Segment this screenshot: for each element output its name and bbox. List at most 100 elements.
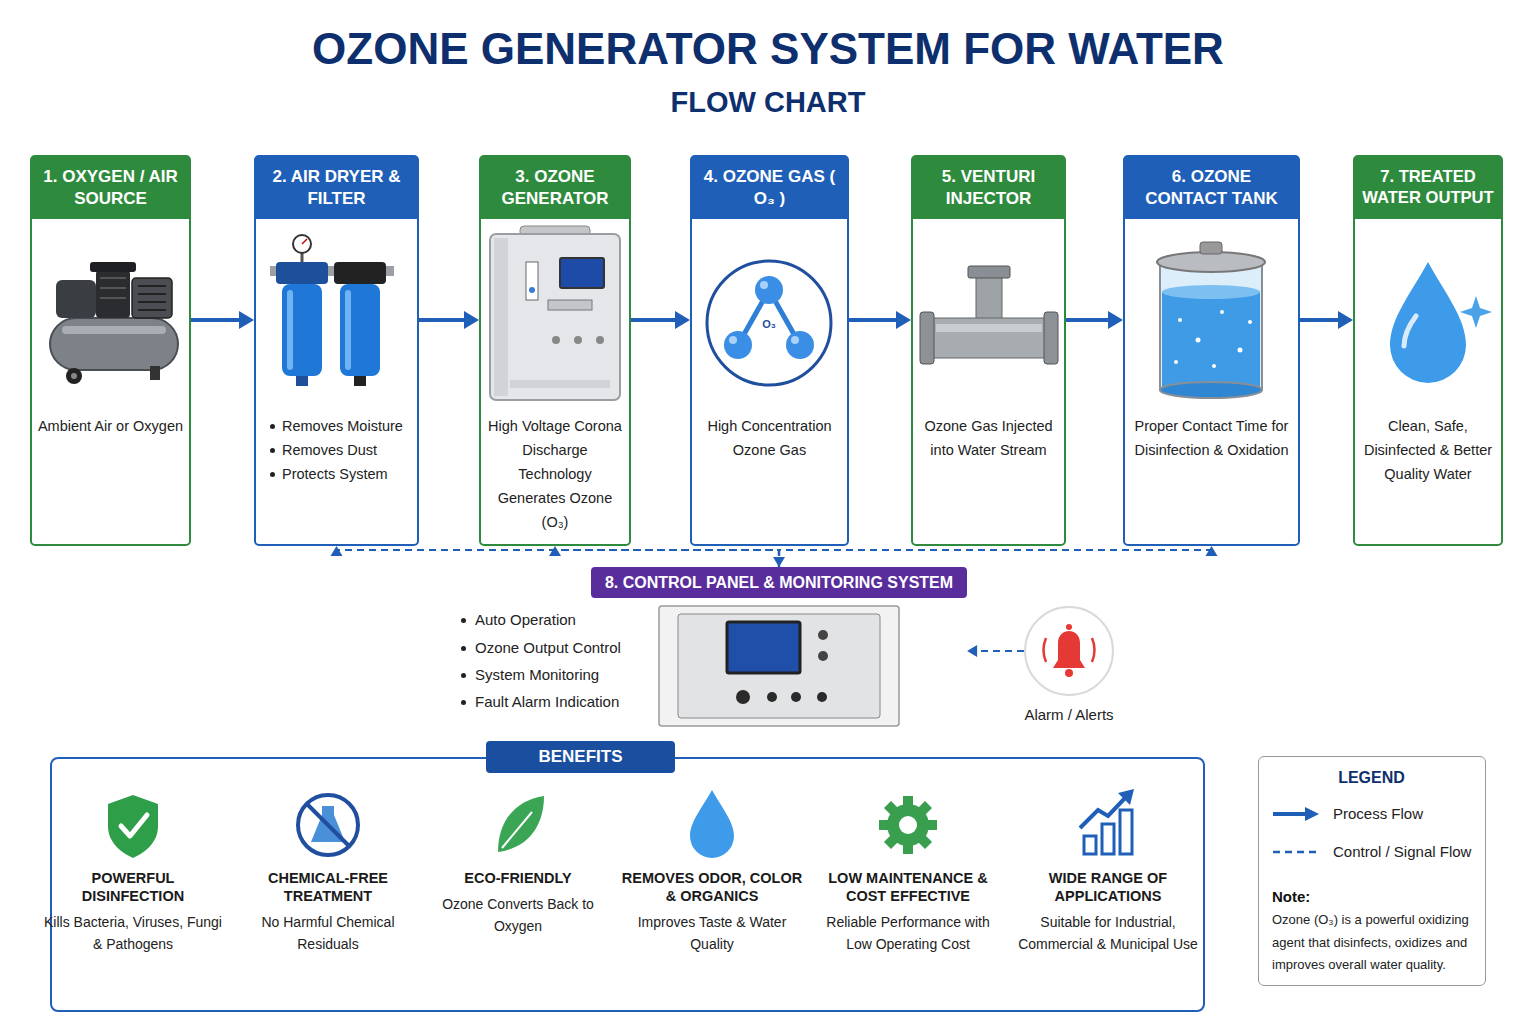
- bullet-dot: [461, 646, 466, 651]
- diagram-title: OZONE GENERATOR SYSTEM FOR WATER: [0, 22, 1536, 76]
- bullet-row: System Monitoring: [475, 665, 655, 685]
- box-header: 2. AIR DRYER & FILTER: [256, 157, 417, 219]
- process-box: 1. OXYGEN / AIR SOURCE Ambient Air or Oxy…: [30, 155, 191, 546]
- legend-sample: [1271, 806, 1321, 822]
- process-box: 5. VENTURI INJECTOROzone Gas Injected in…: [911, 155, 1066, 546]
- process-box: 4. OZONE GAS ( O₃ ) High Concentration Oz…: [690, 155, 849, 546]
- alarm-bell: [1044, 624, 1095, 677]
- drop-icon: [690, 790, 734, 858]
- connector-line: [1300, 318, 1339, 322]
- growth-chart-icon: [1080, 789, 1134, 854]
- benefit-description: No Harmful Chemical Residuals: [236, 911, 420, 955]
- process-arrow: [191, 311, 254, 329]
- box-body: Ambient Air or Oxygen: [32, 414, 189, 448]
- process-arrow: [631, 311, 690, 329]
- process-box: 6. OZONE CONTACT TANKProper Contact Time…: [1123, 155, 1300, 546]
- box-header: 6. OZONE CONTACT TANK: [1125, 157, 1298, 219]
- box-heading: 6. OZONE CONTACT TANK: [1131, 166, 1292, 210]
- benefit-item: CHEMICAL-FREE TREATMENT No Harmful Chemic…: [236, 869, 420, 955]
- process-arrow: [419, 311, 479, 329]
- bullet-row: Auto Operation: [475, 610, 655, 630]
- arrowhead: [896, 311, 911, 329]
- venturi-pipe: [920, 266, 1058, 364]
- process-arrow: [849, 311, 911, 329]
- legend-text: Control / Signal Flow: [1333, 842, 1481, 862]
- legend-heading: LEGEND: [1259, 768, 1484, 788]
- legend-solid-line: [1273, 812, 1305, 816]
- image-area: [692, 219, 847, 414]
- bullet-text: Removes Moisture: [282, 418, 403, 434]
- box-body: Removes MoistureRemoves DustProtects Sys…: [256, 414, 417, 496]
- arrowhead: [331, 546, 343, 556]
- bullet-dot: [270, 424, 275, 429]
- benefit-item: WIDE RANGE OF APPLICATIONSSuitable for I…: [1016, 869, 1200, 955]
- benefit-item: POWERFUL DISINFECTION Kills Bacteria, Vir…: [41, 869, 225, 955]
- bullet-dot: [270, 472, 275, 477]
- benefit-item: REMOVES ODOR, COLOR & ORGANICSImproves T…: [620, 869, 804, 955]
- ozone-generator-unit: [490, 226, 620, 400]
- benefit-title: CHEMICAL-FREE TREATMENT: [236, 869, 420, 905]
- benefit-description: Kills Bacteria, Viruses, Fungi & Pathoge…: [41, 911, 225, 955]
- bullet-dot: [461, 673, 466, 678]
- box-heading: 7. TREATED WATER OUTPUT: [1361, 167, 1495, 209]
- bullet-row: Removes Dust: [282, 438, 411, 462]
- box-heading: 3. OZONE GENERATOR: [487, 166, 623, 210]
- legend-arrowhead: [1305, 807, 1319, 821]
- control-panel-header: 8. CONTROL PANEL & MONITORING SYSTEM: [591, 567, 967, 598]
- box-description: High Concentration Ozone Gas: [697, 414, 842, 462]
- bullet-dot: [270, 448, 275, 453]
- note-heading: Note:: [1272, 887, 1472, 907]
- box-header: 1. OXYGEN / AIR SOURCE: [32, 157, 189, 219]
- connector-line: [631, 318, 676, 322]
- bullet-row: Protects System: [282, 462, 411, 486]
- benefits-tab: BENEFITS: [486, 741, 675, 773]
- water-drop: [1390, 262, 1492, 383]
- note-text: Ozone (O₃) is a powerful oxidizing agent…: [1272, 909, 1478, 977]
- benefits-panel: BENEFITSPOWERFUL DISINFECTIONKills Bacte…: [50, 757, 1205, 1012]
- control-panel-unit: [659, 606, 899, 726]
- legend-box: LEGEND Process FlowControl / Signal FlowN…: [1258, 756, 1486, 986]
- contact-tank: [1157, 242, 1265, 398]
- process-arrow: [1066, 311, 1123, 329]
- benefits-heading: BENEFITS: [538, 747, 622, 767]
- box-header: 5. VENTURI INJECTOR: [913, 157, 1064, 219]
- image-area: [256, 219, 417, 414]
- connector-line: [1066, 318, 1109, 322]
- benefit-description: Reliable Performance with Low Operating …: [816, 911, 1000, 955]
- image-area: [1355, 219, 1501, 414]
- box-heading: 2. AIR DRYER & FILTER: [262, 166, 411, 210]
- connector-line: [976, 650, 1024, 652]
- feature-item: Auto Operation: [475, 611, 576, 628]
- benefit-title: POWERFUL DISINFECTION: [41, 869, 225, 905]
- feature-item: System Monitoring: [475, 666, 599, 683]
- alarm-label: Alarm / Alerts: [981, 705, 1157, 725]
- box-description: Ambient Air or Oxygen: [37, 414, 184, 438]
- process-box: 7. TREATED WATER OUTPUTClean, Safe, Disi…: [1353, 155, 1503, 546]
- box-body: High Concentration Ozone Gas: [692, 414, 847, 472]
- benefit-title: WIDE RANGE OF APPLICATIONS: [1016, 869, 1200, 905]
- control-signal-line: [967, 645, 1024, 657]
- benefit-description: Ozone Converts Back to Oxygen: [426, 893, 610, 937]
- legend-sample: [1271, 844, 1321, 860]
- process-box: 3. OZONE GENERATORHigh Voltage Corona Di…: [479, 155, 631, 546]
- air-filters: [270, 235, 394, 386]
- box-heading: 4. OZONE GAS ( O₃ ): [698, 166, 841, 210]
- legend-text: Process Flow: [1333, 804, 1481, 824]
- connector-line: [555, 550, 779, 558]
- bullet-dot: [461, 618, 466, 623]
- bullet-text: Protects System: [282, 466, 388, 482]
- subtitle: FLOW CHART: [0, 85, 1536, 119]
- arrowhead: [1108, 311, 1123, 329]
- gear-icon: [879, 796, 937, 854]
- leaf-icon: [498, 796, 544, 852]
- process-box: 2. AIR DRYER & FILTERRemoves MoistureRem…: [254, 155, 419, 546]
- benefit-description: Improves Taste & Water Quality: [620, 911, 804, 955]
- box-header: 4. OZONE GAS ( O₃ ): [692, 157, 847, 219]
- benefit-title: LOW MAINTENANCE & COST EFFECTIVE: [816, 869, 1000, 905]
- legend-dashed-line: [1273, 851, 1319, 854]
- process-arrow: [1300, 311, 1353, 329]
- air-compressor: [50, 262, 178, 384]
- feature-item: Ozone Output Control: [475, 639, 621, 656]
- connector-line: [779, 550, 1212, 567]
